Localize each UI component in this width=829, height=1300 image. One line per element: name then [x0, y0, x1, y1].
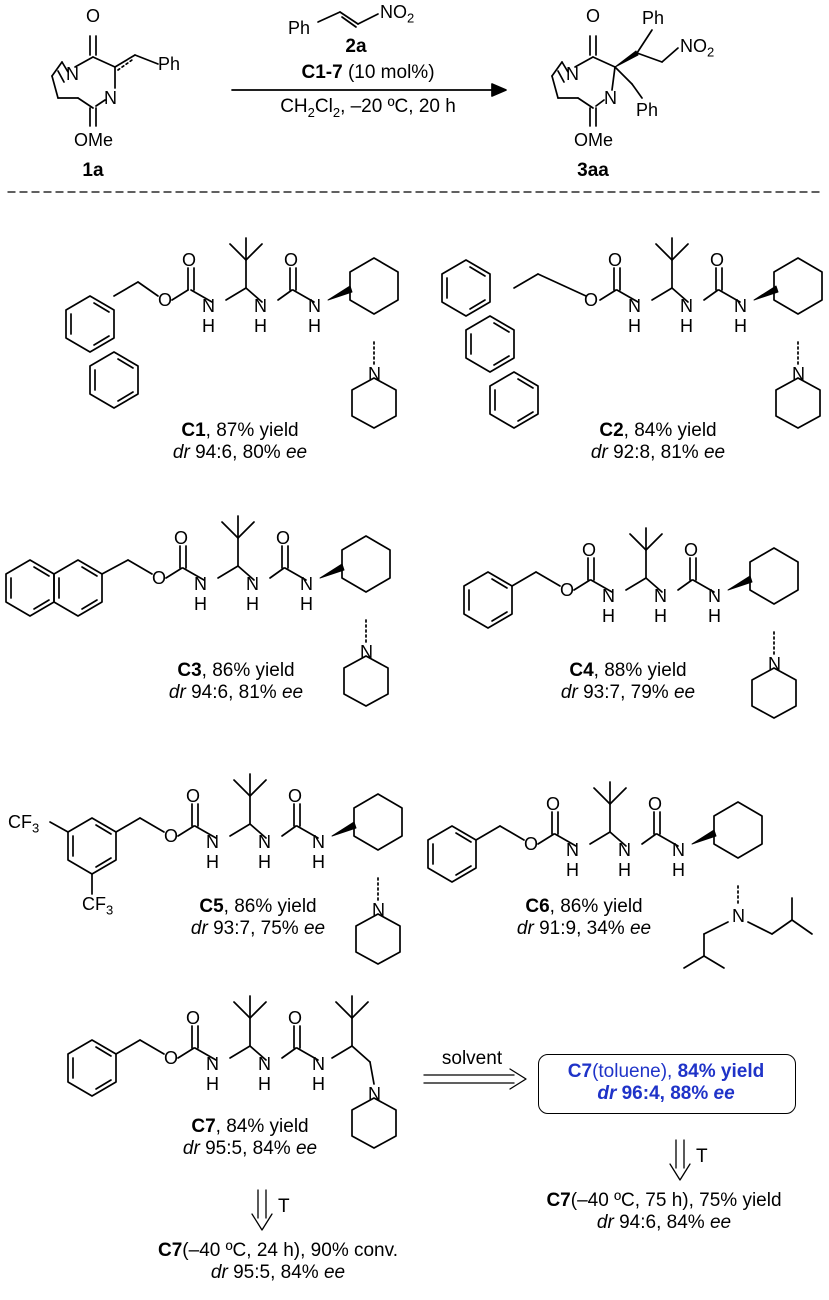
c2-atom-n4: N	[792, 364, 805, 384]
catalyst-c7-structure	[67, 995, 397, 1149]
reaction-arrow	[231, 11, 507, 97]
c5-atom-cf3-1: CF3	[8, 812, 40, 836]
substrate-atom-n1: N	[66, 64, 79, 84]
c5-atom-cf3-2: CF3	[82, 894, 114, 918]
solvent-label: solvent	[441, 1048, 503, 1069]
c4-atom-o1: O	[582, 540, 597, 560]
temp-result-left: C7(–40 ºC, 24 h), 90% conv.dr 95:5, 84% …	[158, 1240, 398, 1283]
substrate-atom-ome: OMe	[74, 130, 114, 150]
c7-atom-n4: N	[368, 1084, 381, 1104]
substrate-atom-o: O	[86, 6, 101, 26]
catalyst-c2-structure	[441, 237, 823, 429]
temperature-arrow-right	[669, 1139, 691, 1181]
c3-atom-o3: O	[276, 528, 291, 548]
c2-atom-o2: O	[584, 290, 599, 310]
solvent-condition: CH2Cl2, –20 ºC, 20 h	[280, 96, 456, 120]
catalyst-c1-structure	[65, 237, 399, 429]
catalyst-c5-structure	[49, 773, 403, 965]
catalyst-c4-structure	[463, 527, 799, 719]
c1-atom-o3: O	[284, 250, 299, 270]
reagent-id: 2a	[345, 36, 367, 57]
c5-atom-o3: O	[288, 786, 303, 806]
c2-atom-o1: O	[608, 250, 623, 270]
catalyst-condition: C1-7 (10 mol%)	[301, 62, 435, 83]
c6-atom-o1: O	[546, 794, 561, 814]
reagent-no2: NO2	[380, 2, 415, 26]
temp-label-right: T	[696, 1146, 708, 1167]
c5-atom-n4: N	[372, 900, 385, 920]
substrate-id: 1a	[82, 160, 104, 181]
c7-atom-o3: O	[288, 1008, 303, 1028]
substrate-atom-n2: N	[104, 88, 117, 108]
temp-label-left: T	[278, 1196, 290, 1217]
c3-atom-o2: O	[152, 568, 167, 588]
c5-atom-o1: O	[186, 786, 201, 806]
solvent-arrow	[423, 1068, 527, 1090]
c7-atom-o2: O	[164, 1048, 179, 1068]
c2-atom-o3: O	[710, 250, 725, 270]
product-atom-ph2: Ph	[636, 100, 659, 120]
c4-atom-o2: O	[560, 580, 575, 600]
c1-atom-n4: N	[368, 364, 381, 384]
product-3aa-structure	[551, 29, 679, 127]
best-result-box	[538, 1054, 796, 1114]
c1-atom-o2: O	[158, 290, 173, 310]
substrate-atom-ph: Ph	[158, 54, 181, 74]
catalyst-c6-structure	[427, 781, 813, 969]
catalyst-c3-structure	[5, 515, 391, 707]
product-atom-n2: N	[604, 88, 617, 108]
substrate-1a-structure	[51, 35, 159, 127]
c4-atom-n4: N	[768, 654, 781, 674]
product-atom-ph1: Ph	[642, 8, 665, 28]
c6-atom-o3: O	[648, 794, 663, 814]
reagent-ph: Ph	[288, 18, 311, 38]
c7-atom-o1: O	[186, 1008, 201, 1028]
c5-atom-o2: O	[164, 826, 179, 846]
product-atom-n1: N	[566, 64, 579, 84]
c6-atom-n4: N	[732, 906, 745, 926]
product-atom-no2: NO2	[680, 36, 715, 60]
c4-atom-o3: O	[684, 540, 699, 560]
product-id: 3aa	[577, 160, 609, 181]
c3-atom-o1: O	[174, 528, 189, 548]
c6-atom-o2: O	[524, 834, 539, 854]
temperature-arrow-left	[251, 1189, 273, 1231]
product-atom-ome: OMe	[574, 130, 614, 150]
c1-atom-o1: O	[182, 250, 197, 270]
c3-atom-n4: N	[360, 642, 373, 662]
product-atom-o: O	[586, 6, 601, 26]
